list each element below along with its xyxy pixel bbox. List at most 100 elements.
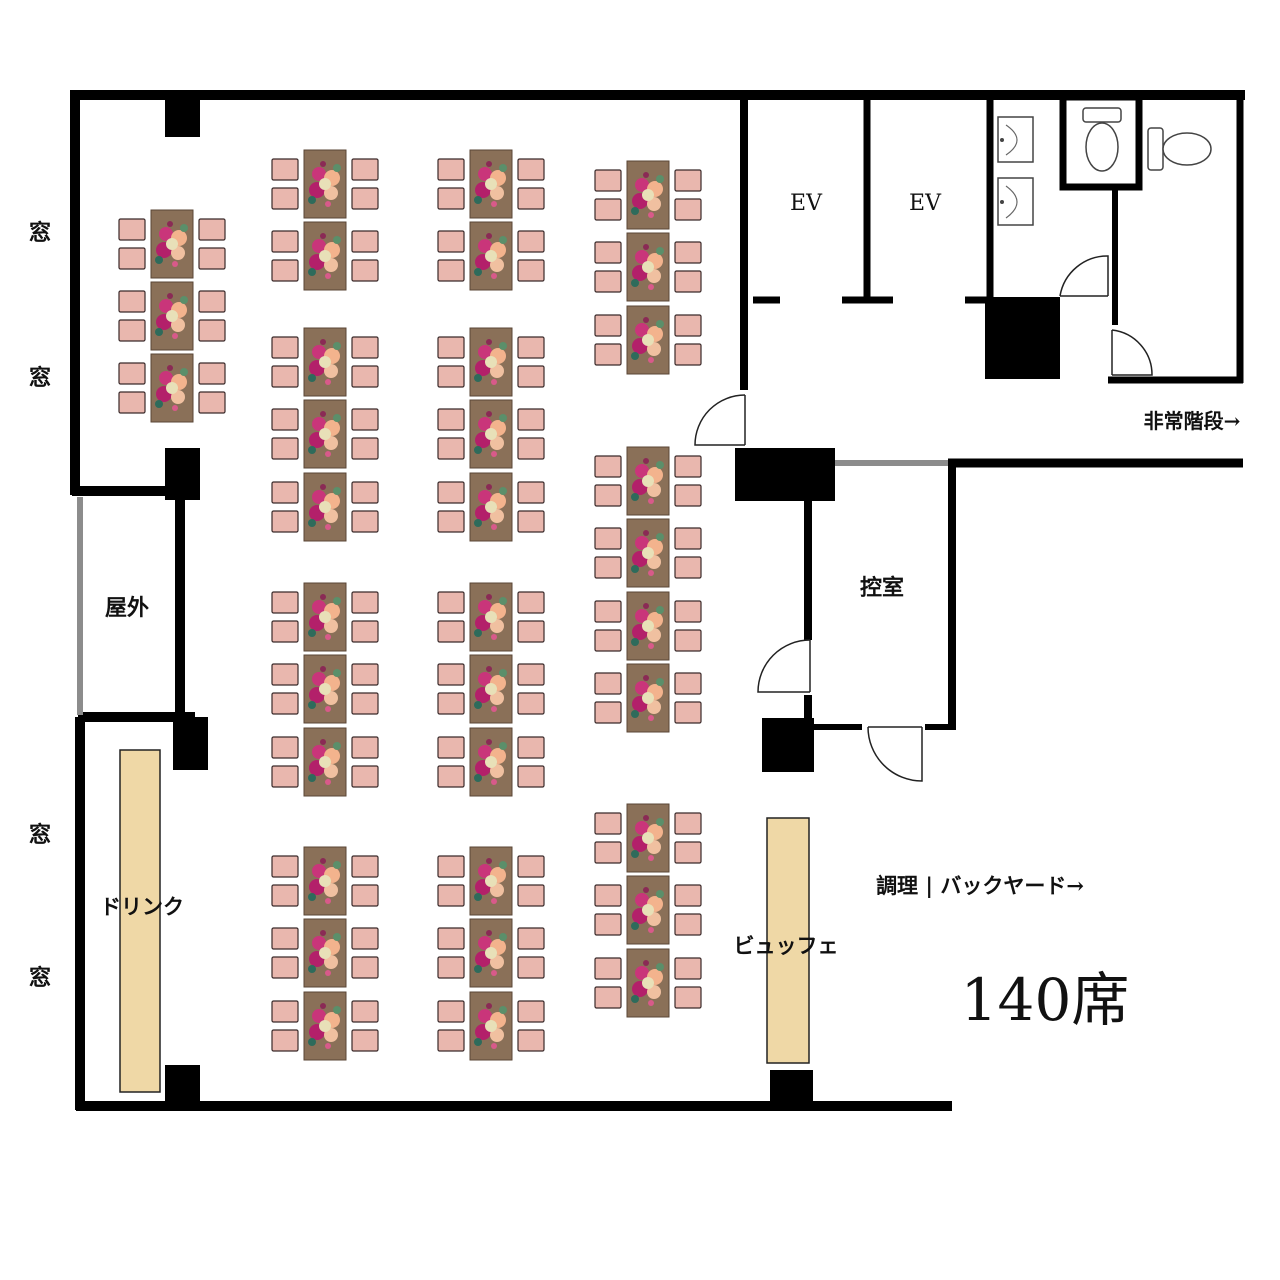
chair	[594, 484, 622, 507]
table	[469, 327, 513, 397]
table-set	[594, 518, 702, 588]
chair	[351, 481, 379, 504]
chair	[351, 336, 379, 359]
chair	[517, 336, 545, 359]
kitchen-backyard-label: 調理 | バックヤード→	[876, 873, 1084, 898]
doors	[694, 255, 1153, 782]
chair	[437, 408, 465, 431]
table-set	[437, 221, 545, 291]
outdoor-label: 屋外	[105, 595, 149, 621]
chair	[517, 620, 545, 643]
table-set	[437, 399, 545, 469]
chair	[118, 290, 146, 313]
chair	[118, 362, 146, 385]
chair	[517, 259, 545, 282]
chair	[517, 1029, 545, 1052]
table-set	[437, 582, 545, 652]
chair	[271, 408, 299, 431]
table	[303, 654, 347, 724]
chair	[517, 927, 545, 950]
chair	[594, 241, 622, 264]
chair	[437, 765, 465, 788]
labels: 窓 窓 窓 窓 屋外 ドリンク ビュッフェ EV EV 控室 非常階段→ 調理 …	[29, 191, 1241, 1034]
chair	[198, 247, 226, 270]
table-set	[118, 209, 226, 279]
chair	[437, 1000, 465, 1023]
chair	[437, 230, 465, 253]
chair	[674, 629, 702, 652]
ev-label: EV	[909, 191, 942, 216]
walls	[70, 90, 1245, 1111]
table-set	[437, 846, 545, 916]
chair	[517, 365, 545, 388]
door-swing-icon	[867, 726, 923, 782]
chair	[674, 169, 702, 192]
table-set	[437, 918, 545, 988]
chair	[351, 692, 379, 715]
restroom-fixtures	[997, 107, 1212, 226]
chair	[517, 187, 545, 210]
chair	[517, 591, 545, 614]
chair	[594, 629, 622, 652]
chair	[198, 362, 226, 385]
table-set	[118, 353, 226, 423]
chair	[594, 701, 622, 724]
chair	[517, 884, 545, 907]
chair	[271, 855, 299, 878]
chair	[351, 663, 379, 686]
chair	[674, 812, 702, 835]
table-set	[594, 160, 702, 230]
chair	[271, 663, 299, 686]
chair	[271, 1000, 299, 1023]
chair	[674, 343, 702, 366]
door-swing-icon	[1111, 329, 1153, 376]
seat-count: 140席	[961, 966, 1130, 1034]
chair	[437, 736, 465, 759]
chair	[351, 408, 379, 431]
table-set	[271, 991, 379, 1061]
chair	[271, 437, 299, 460]
chair	[437, 336, 465, 359]
chair	[437, 884, 465, 907]
door-swing-icon	[694, 394, 746, 446]
chair	[517, 437, 545, 460]
chair	[271, 736, 299, 759]
chair	[271, 259, 299, 282]
chair	[437, 620, 465, 643]
chair	[351, 1000, 379, 1023]
chair	[271, 365, 299, 388]
table-set	[271, 846, 379, 916]
chair	[437, 158, 465, 181]
chair	[437, 591, 465, 614]
chair	[594, 841, 622, 864]
chair	[594, 556, 622, 579]
chair	[594, 600, 622, 623]
chair	[594, 986, 622, 1009]
chair	[351, 365, 379, 388]
table-set	[594, 875, 702, 945]
toilet-icon	[1147, 127, 1212, 171]
table-set	[594, 948, 702, 1018]
chair	[594, 812, 622, 835]
chair	[351, 158, 379, 181]
chair	[271, 620, 299, 643]
chair	[594, 884, 622, 907]
ev-label: EV	[790, 191, 823, 216]
table-set	[594, 591, 702, 661]
chair	[271, 187, 299, 210]
chair	[517, 408, 545, 431]
chair	[351, 620, 379, 643]
chair	[594, 672, 622, 695]
chair	[351, 884, 379, 907]
chair	[674, 701, 702, 724]
chair	[351, 855, 379, 878]
table-set	[437, 654, 545, 724]
chair	[437, 927, 465, 950]
chair	[351, 187, 379, 210]
chair	[351, 510, 379, 533]
chair	[437, 437, 465, 460]
table-set	[271, 582, 379, 652]
chair	[594, 527, 622, 550]
table-set	[271, 727, 379, 797]
